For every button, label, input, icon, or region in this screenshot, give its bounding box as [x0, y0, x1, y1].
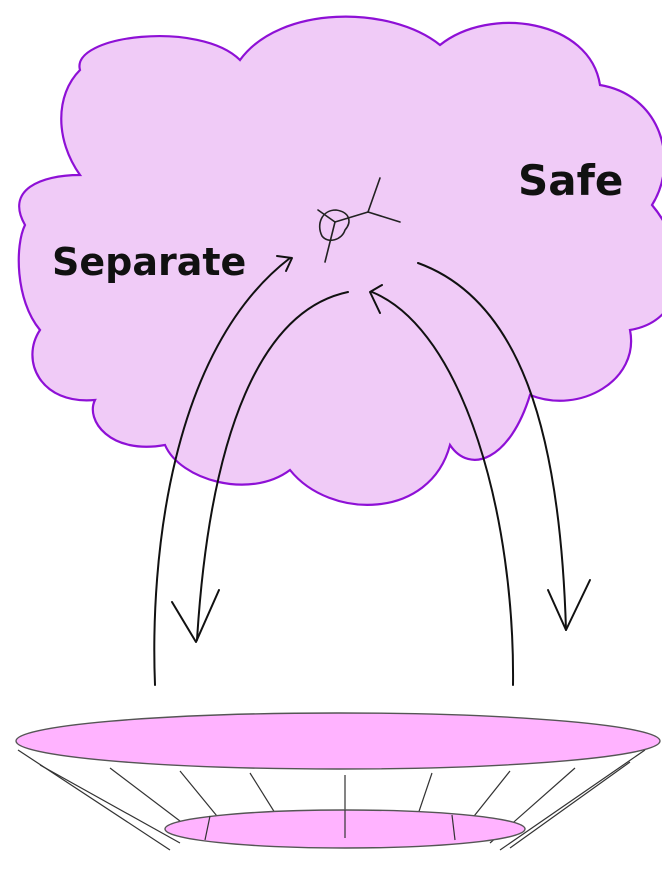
safe-label: Safe — [518, 156, 623, 205]
separate-label: Separate — [52, 240, 246, 284]
trampoline-shape — [16, 713, 660, 850]
